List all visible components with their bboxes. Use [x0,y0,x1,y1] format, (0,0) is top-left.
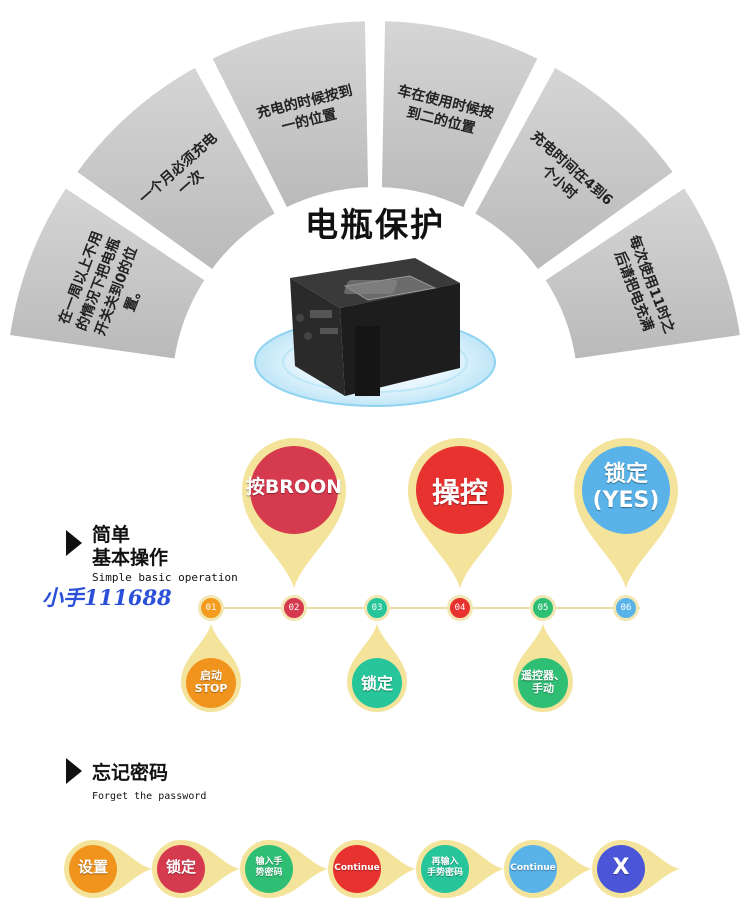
timeline-step-04: 04 [447,595,473,621]
battery-box-image [290,258,460,396]
arc-segment [68,59,283,278]
timeline-step-03: 03 [364,595,390,621]
forget-password-title: 忘记密码 [92,762,169,784]
operation-pin-1: 按BROON [240,436,348,591]
timeline-step-05: 05 [530,595,556,621]
basic-operation-subtitle: Simple basic operation [92,571,238,584]
operation-pin-2: 操控 [406,436,514,591]
forget-step-3: 输入手势密码 [238,838,330,900]
forget-step-5: 再输入手势密码 [414,838,506,900]
timeline-step-02: 02 [281,595,307,621]
arc-segment [375,15,546,216]
forget-step-7: X [590,838,682,900]
battery-protection-title: 电瓶保护 [305,205,445,244]
forget-step-2: 锁定 [150,838,242,900]
timeline-step-06: 06 [613,595,639,621]
forget-step-1: 设置 [62,838,154,900]
forget-password-subtitle: Forget the password [92,791,207,802]
operation-pin-3: 锁定(YES) [572,436,680,591]
arc-segment [537,180,747,366]
section-arrow-icon [66,758,82,784]
basic-operation-title: 简单 基本操作 [92,524,169,569]
section-arrow-icon [66,530,82,556]
forget-step-4: Continue [326,838,418,900]
watermark-text: 小手111688 [42,585,172,610]
operation-drop-3: 遥控器、手动 [511,622,575,714]
arc-segment [204,15,375,216]
arc-segment [467,59,682,278]
forget-step-6: Continue [502,838,594,900]
operation-drop-2: 锁定 [345,622,409,714]
arc-segment [3,180,213,366]
timeline-line [200,607,640,609]
timeline-step-01: 01 [198,595,224,621]
